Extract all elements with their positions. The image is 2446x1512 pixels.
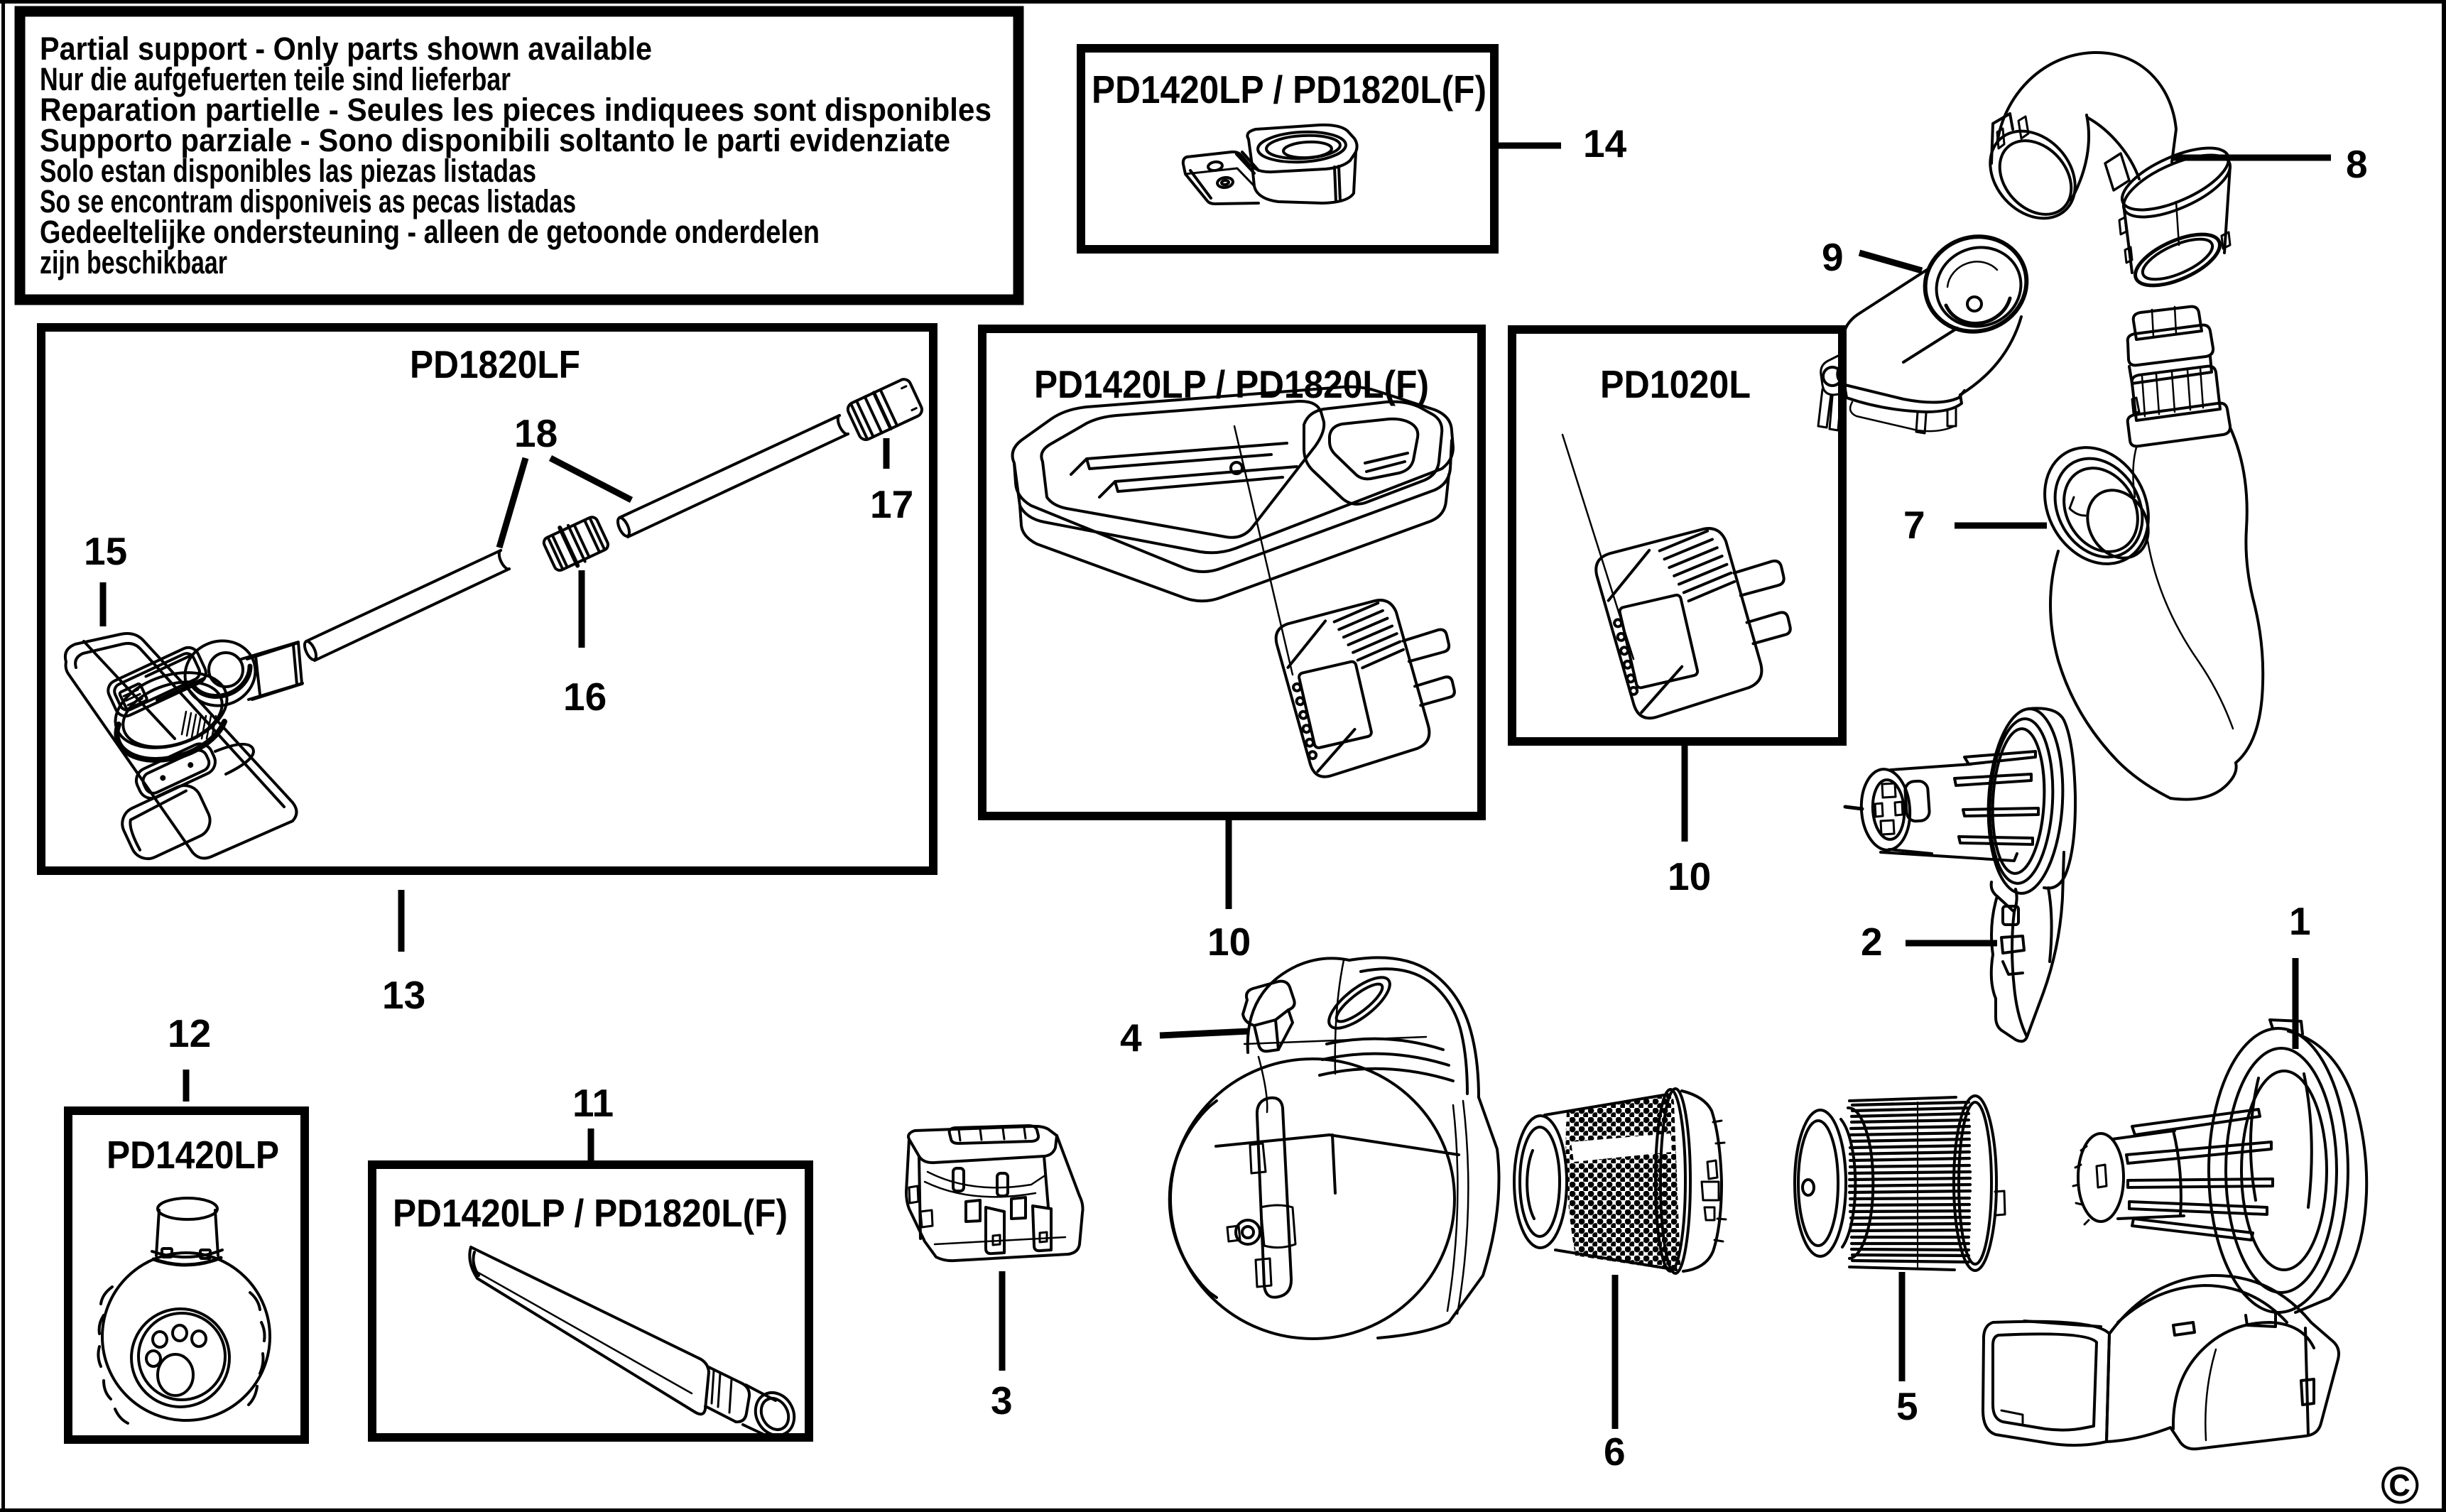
svg-text:4: 4 — [1120, 1016, 1142, 1060]
svg-text:Nur die aufgefuerten teile sin: Nur die aufgefuerten teile sind lieferba… — [40, 61, 511, 97]
svg-text:11: 11 — [572, 1081, 614, 1125]
svg-text:PD1420LP: PD1420LP — [107, 1133, 279, 1177]
svg-text:Partial support - Only parts s: Partial support - Only parts shown avail… — [40, 31, 652, 67]
svg-text:3: 3 — [991, 1378, 1013, 1423]
svg-text:17: 17 — [870, 482, 913, 526]
svg-text:PD1420LP / PD1820L(F): PD1420LP / PD1820L(F) — [1034, 362, 1429, 406]
svg-text:16: 16 — [563, 675, 607, 719]
svg-text:PD1420LP / PD1820L(F): PD1420LP / PD1820L(F) — [393, 1191, 788, 1235]
svg-text:PD1020L: PD1020L — [1600, 362, 1751, 406]
svg-text:Reparation partielle - Seules: Reparation partielle - Seules les pieces… — [40, 92, 991, 128]
svg-text:18: 18 — [514, 411, 558, 455]
svg-text:10: 10 — [1668, 854, 1711, 898]
svg-text:9: 9 — [1822, 235, 1844, 279]
svg-text:2: 2 — [1861, 920, 1883, 964]
svg-text:7: 7 — [1903, 503, 1925, 547]
svg-text:So se encontram disponiveis as: So se encontram disponiveis as pecas lis… — [40, 183, 576, 219]
svg-text:10: 10 — [1207, 920, 1251, 964]
svg-text:13: 13 — [382, 973, 425, 1017]
svg-text:14: 14 — [1583, 121, 1627, 165]
svg-text:15: 15 — [84, 529, 127, 573]
svg-text:PD1420LP / PD1820L(F): PD1420LP / PD1820L(F) — [1092, 67, 1486, 112]
svg-text:6: 6 — [1604, 1430, 1626, 1474]
svg-text:Solo estan disponibles las pie: Solo estan disponibles las piezas listad… — [40, 153, 536, 189]
svg-text:Supporto parziale - Sono dispo: Supporto parziale - Sono disponibili sol… — [40, 122, 950, 158]
svg-text:8: 8 — [2346, 142, 2368, 186]
svg-text:Gedeeltelijke ondersteuning -: Gedeeltelijke ondersteuning - alleen de … — [40, 214, 820, 250]
svg-text:PD1820LF: PD1820LF — [410, 342, 580, 386]
svg-text:1: 1 — [2289, 899, 2311, 943]
svg-text:12: 12 — [168, 1011, 211, 1055]
svg-text:zijn beschikbaar: zijn beschikbaar — [40, 244, 227, 281]
svg-text:5: 5 — [1896, 1384, 1918, 1428]
svg-text:©: © — [2381, 1456, 2420, 1512]
